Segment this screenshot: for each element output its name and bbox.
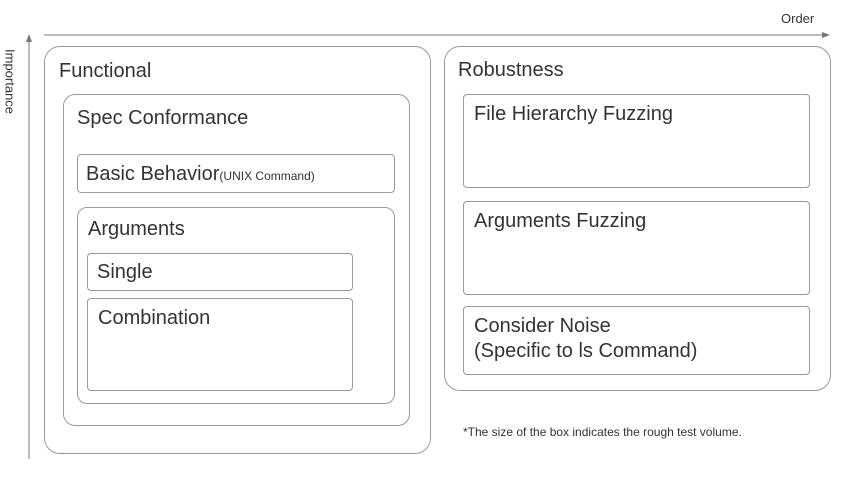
arguments-fuzzing-label: Arguments Fuzzing [474,210,647,232]
order-axis-arrowhead [822,32,830,38]
combination-box [87,298,353,391]
file-hierarchy-fuzzing-box [463,94,810,188]
arguments-title: Arguments [88,218,185,240]
basic-behavior-text: Basic Behavior [86,163,220,185]
basic-behavior-note: (UNIX Command) [219,169,315,183]
single-box [87,253,353,291]
robustness-title: Robustness [458,59,564,81]
basic-behavior-label: Basic Behavior(UNIX Command) [86,162,315,186]
order-axis-label: Order [781,11,815,26]
footnote: *The size of the box indicates the rough… [463,425,742,439]
spec-conformance-title: Spec Conformance [77,107,249,129]
importance-axis-label: Importance [2,49,18,115]
basic-behavior-box [77,154,395,193]
importance-axis-arrowhead [26,34,32,42]
single-label: Single [97,261,153,283]
consider-noise-box [463,306,810,375]
file-hierarchy-fuzzing-label: File Hierarchy Fuzzing [474,103,673,125]
functional-title: Functional [59,60,152,82]
consider-noise-line1: Consider Noise [474,315,611,337]
combination-label: Combination [98,307,211,329]
consider-noise-line2: (Specific to ls Command) [474,340,698,362]
arguments-fuzzing-box [463,201,810,295]
